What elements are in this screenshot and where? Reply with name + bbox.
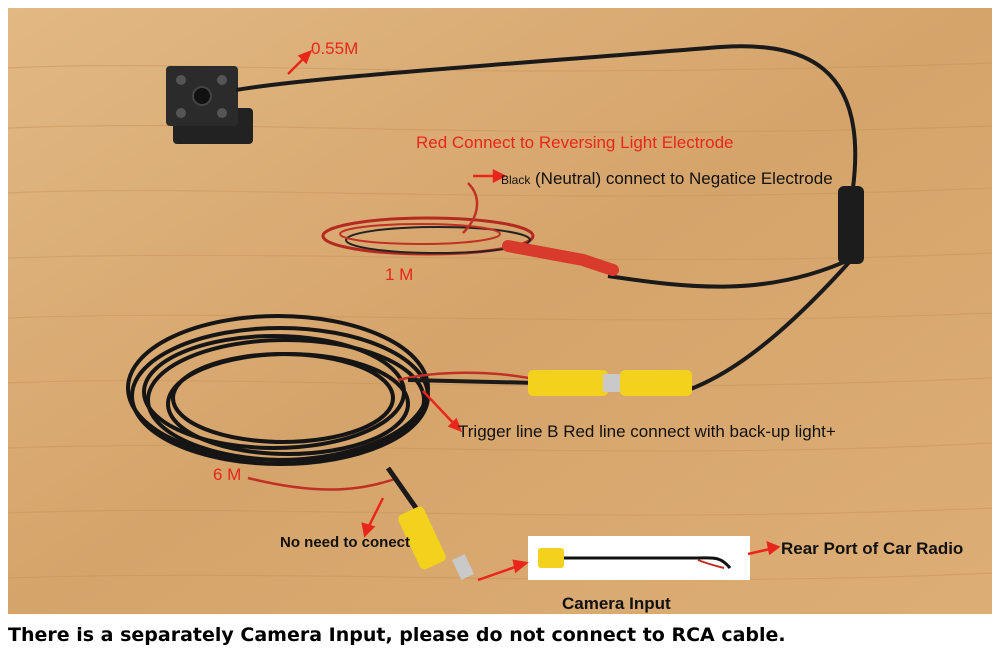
power-wire-bundle (321, 182, 535, 256)
product-photo: 0.55M Red Connect to Reversing Light Ele… (8, 8, 992, 614)
label-black-prefix: Black (501, 173, 531, 187)
camera-input-inset (528, 536, 750, 580)
red-trigger-wire (247, 476, 399, 491)
camera-icon (166, 66, 253, 144)
label-camera-input: Camera Input (562, 594, 671, 613)
wood-grain (8, 62, 992, 581)
coiled-cable-6m (126, 314, 430, 466)
label-red-wire: Red Connect to Reversing Light Electrode (416, 133, 734, 152)
label-rear-port: Rear Port of Car Radio (781, 539, 964, 558)
label-1m: 1 M (385, 265, 414, 284)
cable-junction (838, 186, 864, 264)
caption: There is a separately Camera Input, plea… (8, 624, 786, 646)
annotation-arrows (287, 49, 781, 582)
rca-plug-connector (398, 506, 474, 580)
red-connector (502, 240, 619, 276)
label-no-need: No need to conect (280, 534, 411, 551)
rca-male-connector (620, 370, 692, 396)
wiring-illustration (8, 8, 992, 614)
label-black-wire: (Neutral) connect to Negatice Electrode (535, 169, 833, 188)
label-0-55m: 0.55M (311, 39, 359, 58)
label-6m: 6 M (213, 465, 242, 484)
label-trigger-line: Trigger line B Red line connect with bac… (458, 422, 836, 441)
rca-female-connector (528, 370, 621, 396)
